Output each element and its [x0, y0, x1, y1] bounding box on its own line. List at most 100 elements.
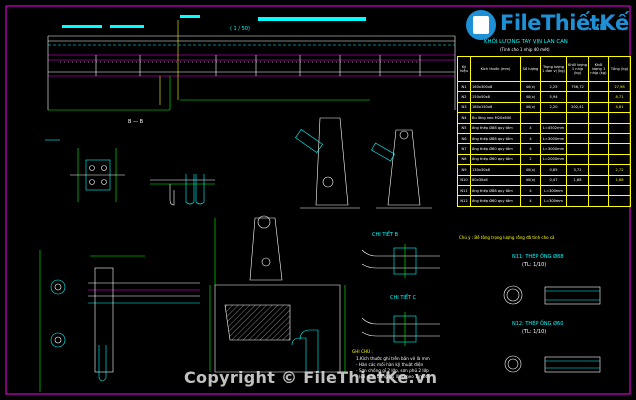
table-cell-a: 202,41 — [566, 101, 589, 114]
file-document-icon — [466, 10, 496, 40]
table-cell-a — [566, 112, 589, 124]
table-cell-unit: 2,25 — [540, 80, 567, 93]
table-cell-b — [588, 153, 609, 166]
main-section — [209, 215, 346, 373]
table-cell-id: N9 — [457, 164, 471, 176]
table-cell-id: N7 — [457, 143, 471, 155]
table-cell-id: N2 — [457, 91, 471, 103]
table-cell-name: ống thép Ø60 quy tắm — [470, 195, 521, 207]
elevation-scale-label: ( 1 / 50) — [230, 26, 250, 32]
table-cell-name: 130x30x8 — [470, 164, 521, 176]
table-cell-unit — [540, 112, 567, 124]
table-cell-a — [566, 195, 589, 207]
col-header-unit: Trọng lượng 1 đơn vị (kg) — [540, 56, 567, 82]
table-cell-unit: L=4502mm — [540, 122, 567, 134]
table-cell-name: 160x300x8 — [470, 80, 521, 93]
table-cell-b — [588, 195, 609, 207]
table-cell-b — [588, 101, 609, 114]
detail-c — [361, 312, 440, 346]
table-cell-name: 80x30x8 — [470, 174, 521, 186]
table-cell-b — [588, 174, 609, 186]
table-cell-qty: 4 — [520, 122, 541, 134]
anchor-detail — [150, 174, 215, 206]
table-cell-total — [608, 143, 631, 155]
detail-n11-label: N11: THÉP ỐNG Ø88 — [512, 254, 564, 260]
table-cell-name: 180x150x8 — [470, 101, 521, 114]
table-cell-qty: 4 — [520, 195, 541, 207]
table-cell-unit: 5,94 — [540, 91, 567, 103]
table-cell-id: N11 — [457, 184, 471, 197]
detail-c-label: CHI TIẾT C — [390, 295, 417, 301]
brand-logo[interactable]: FileThiếtKế .vn — [466, 8, 629, 42]
table-cell-total — [608, 195, 631, 207]
table-cell-unit: L=300mm — [540, 184, 567, 197]
title-bar-elevation — [258, 17, 366, 21]
table-title: KHỐI LƯỢNG TAY VỊN LAN CAN — [484, 39, 568, 45]
railing-elevation — [47, 20, 456, 111]
table-cell-total: 2,72 — [608, 164, 631, 176]
table-cell-name: ống thép Ø60 quy tắm — [470, 153, 521, 166]
table-cell-total — [608, 184, 631, 197]
table-cell-unit: 0,85 — [540, 164, 567, 176]
table-cell-a: 756,72 — [566, 80, 589, 93]
col-header-size: Kích thước (mm) — [470, 56, 521, 82]
col-header-total: Tổng (kg) — [608, 56, 631, 82]
table-cell-unit: L=3000mm — [540, 143, 567, 155]
detail-b-label: CHI TIẾT B — [372, 232, 399, 238]
col-header-qty: Số lượng — [520, 56, 541, 82]
table-cell-b — [588, 91, 609, 103]
table-cell-unit: 0,47 — [540, 174, 567, 186]
table-cell-b — [588, 164, 609, 176]
table-cell-name: ống thép Ø60 quy tắm — [470, 143, 521, 155]
table-cell-a — [566, 184, 589, 197]
logo-text: FileThiếtKế — [500, 11, 629, 35]
table-cell-b — [588, 132, 609, 145]
table-cell-qty: 40(x) — [520, 174, 541, 186]
table-cell-name: ống thép Ø88 quy tắm — [470, 184, 521, 197]
table-cell-unit: 2,20 — [540, 101, 567, 114]
table-cell-total: 4,81 — [608, 101, 631, 114]
table-cell-total — [608, 132, 631, 145]
table-cell-id: N3 — [457, 101, 471, 114]
table-cell-unit: L=3000mm — [540, 132, 567, 145]
table-cell-name: 150x50x8 — [470, 91, 521, 103]
table-cell-a: 1,88 — [566, 174, 589, 186]
logo-suffix: .vn — [588, 20, 608, 33]
table-cell-unit: L=300mm — [540, 195, 567, 207]
notes-title: GHI CHÚ : — [352, 349, 373, 354]
table-header-row: Ký hiệu Kích thước (mm) Số lượng Trọng l… — [457, 56, 631, 82]
table-cell-a — [566, 153, 589, 166]
table-cell-total — [608, 112, 631, 124]
table-subtitle: (Tính cho 1 nhịp 40 mét) — [500, 47, 550, 52]
table-cell-a — [566, 143, 589, 155]
table-cell-qty: 4 — [520, 184, 541, 197]
table-cell-total: 1,68 — [608, 174, 631, 186]
table-cell-qty: 4 — [520, 143, 541, 155]
col-header-a: Khối lượng 1 nhịp (kg) — [566, 56, 589, 82]
section-b-b-label: B — B — [128, 119, 144, 125]
table-cell-total: 27,98 — [608, 80, 631, 93]
table-cell-total — [608, 122, 631, 134]
table-cell-name: ống thép Ø88 quy tắm — [470, 132, 521, 145]
table-cell-qty: 40(x) — [520, 80, 541, 93]
table-cell-qty — [520, 112, 541, 124]
detail-n11-scale: (TL: 1/10) — [522, 262, 547, 268]
detail-n12-scale: (TL: 1/10) — [522, 329, 547, 335]
table-cell-qty: 4 — [520, 132, 541, 145]
table-footnote: Chú ý : Bê tông trọng lượng rỗng đã tính… — [459, 235, 555, 240]
table-cell-unit: L=2000mm — [540, 153, 567, 166]
post-sketch-2 — [371, 129, 432, 209]
table-cell-total: 8,71 — [608, 91, 631, 103]
table-cell-id: N1 — [457, 80, 471, 93]
col-header-id: Ký hiệu — [457, 56, 471, 82]
detail-n12-label: N12: THÉP ỐNG Ø60 — [512, 321, 564, 327]
